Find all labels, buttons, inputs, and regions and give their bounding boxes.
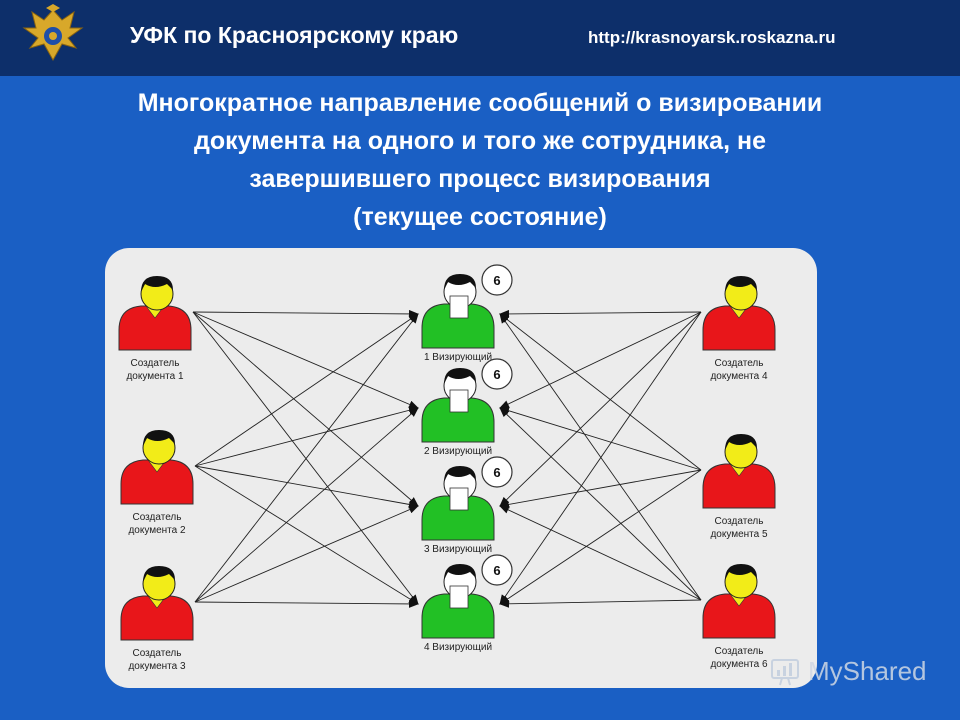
connection-arrow <box>499 313 702 471</box>
connection-arrow <box>194 313 419 603</box>
diagram-panel: Создатель документа 1 Создатель документа 2… <box>105 248 817 688</box>
person-body <box>702 463 776 509</box>
approver-label: 2 Визирующий <box>424 446 492 457</box>
document-icon <box>449 585 469 609</box>
creator-label: документа 5 <box>710 529 768 540</box>
title-line-2: документа на одного и того же сотрудника… <box>194 127 766 155</box>
person-body <box>421 593 495 639</box>
count-badge-value: 6 <box>493 367 500 382</box>
person-hair <box>143 430 175 446</box>
connection-arrow <box>194 406 419 467</box>
connection-arrow <box>499 469 702 605</box>
connection-arrow <box>499 599 702 608</box>
connection-arrow <box>499 311 702 409</box>
person-body <box>702 305 776 351</box>
count-badge-value: 6 <box>493 465 500 480</box>
creator-label: Создатель <box>131 358 180 369</box>
connection-arrow <box>192 309 419 318</box>
count-badge <box>481 554 513 586</box>
connection-arrow <box>499 311 702 507</box>
person-hair <box>444 466 476 482</box>
count-badge <box>481 358 513 390</box>
title-line-4: (текущее состояние) <box>353 203 607 231</box>
person-body <box>421 303 495 349</box>
count-badge-value: 6 <box>493 273 500 288</box>
person-body <box>118 305 192 351</box>
person-body <box>421 397 495 443</box>
person-hair <box>725 434 757 450</box>
person-hair <box>725 276 757 292</box>
creator-label: документа 2 <box>128 525 186 536</box>
connection-arrow <box>499 407 702 601</box>
title-line-1: Многократное направление сообщений о виз… <box>137 89 823 117</box>
creator-label: Создатель <box>133 512 182 523</box>
org-title: УФК по Красноярскому краю <box>130 22 459 48</box>
connection-arrow <box>192 311 419 507</box>
connection-arrow <box>499 505 702 601</box>
count-badge <box>481 264 513 296</box>
connection-arrow <box>194 313 419 467</box>
connection-arrow <box>499 469 702 509</box>
watermark-icon <box>771 659 799 686</box>
approver-label: 4 Визирующий <box>424 642 492 653</box>
network-diagram: Создатель документа 1 Создатель документа 2… <box>118 264 776 672</box>
person-body <box>120 595 194 641</box>
creator-label: Создатель <box>715 358 764 369</box>
creator-label: Создатель <box>133 648 182 659</box>
document-icon <box>449 295 469 319</box>
document-icon <box>449 487 469 511</box>
person-hair <box>444 274 476 290</box>
person-hair <box>725 564 757 580</box>
approver-label: 1 Визирующий <box>424 352 492 363</box>
connection-arrow <box>192 311 419 409</box>
emblem-icon <box>22 4 84 62</box>
count-badge <box>481 456 513 488</box>
creator-label: документа 6 <box>710 659 768 670</box>
connection-arrow <box>499 313 702 601</box>
creator-label: документа 4 <box>710 371 768 382</box>
connection-arrow <box>499 311 702 605</box>
connection-arrow <box>194 599 419 608</box>
person-icon <box>120 566 194 641</box>
header-bar: УФК по Красноярскому краю http://krasnoy… <box>0 0 960 76</box>
connection-arrow <box>194 505 419 603</box>
creator-label: Создатель <box>715 516 764 527</box>
person-hair <box>143 566 175 582</box>
person-icon <box>702 276 776 351</box>
slide-title: Многократное направление сообщений о виз… <box>0 84 960 236</box>
person-icon <box>118 276 192 351</box>
person-body <box>421 495 495 541</box>
approver-label: 3 Визирующий <box>424 544 492 555</box>
creator-label: документа 3 <box>128 661 186 672</box>
person-hair <box>444 564 476 580</box>
person-body <box>702 593 776 639</box>
person-icon <box>702 434 776 509</box>
connection-arrow <box>194 465 419 509</box>
person-hair <box>444 368 476 384</box>
connection-arrow <box>192 311 419 605</box>
person-icon <box>702 564 776 639</box>
site-url[interactable]: http://krasnoyarsk.roskazna.ru <box>588 28 836 47</box>
connection-arrow <box>499 406 702 471</box>
person-hair <box>141 276 173 292</box>
connection-arrow <box>194 407 419 603</box>
title-line-3: завершившего процесс визирования <box>249 165 711 193</box>
connection-arrow <box>194 465 419 605</box>
watermark-text: MyShared <box>808 656 927 686</box>
document-icon <box>449 389 469 413</box>
person-icon <box>120 430 194 505</box>
creator-label: документа 1 <box>126 371 184 382</box>
count-badge-value: 6 <box>493 563 500 578</box>
person-body <box>120 459 194 505</box>
connection-arrow <box>499 309 702 318</box>
creator-label: Создатель <box>715 646 764 657</box>
